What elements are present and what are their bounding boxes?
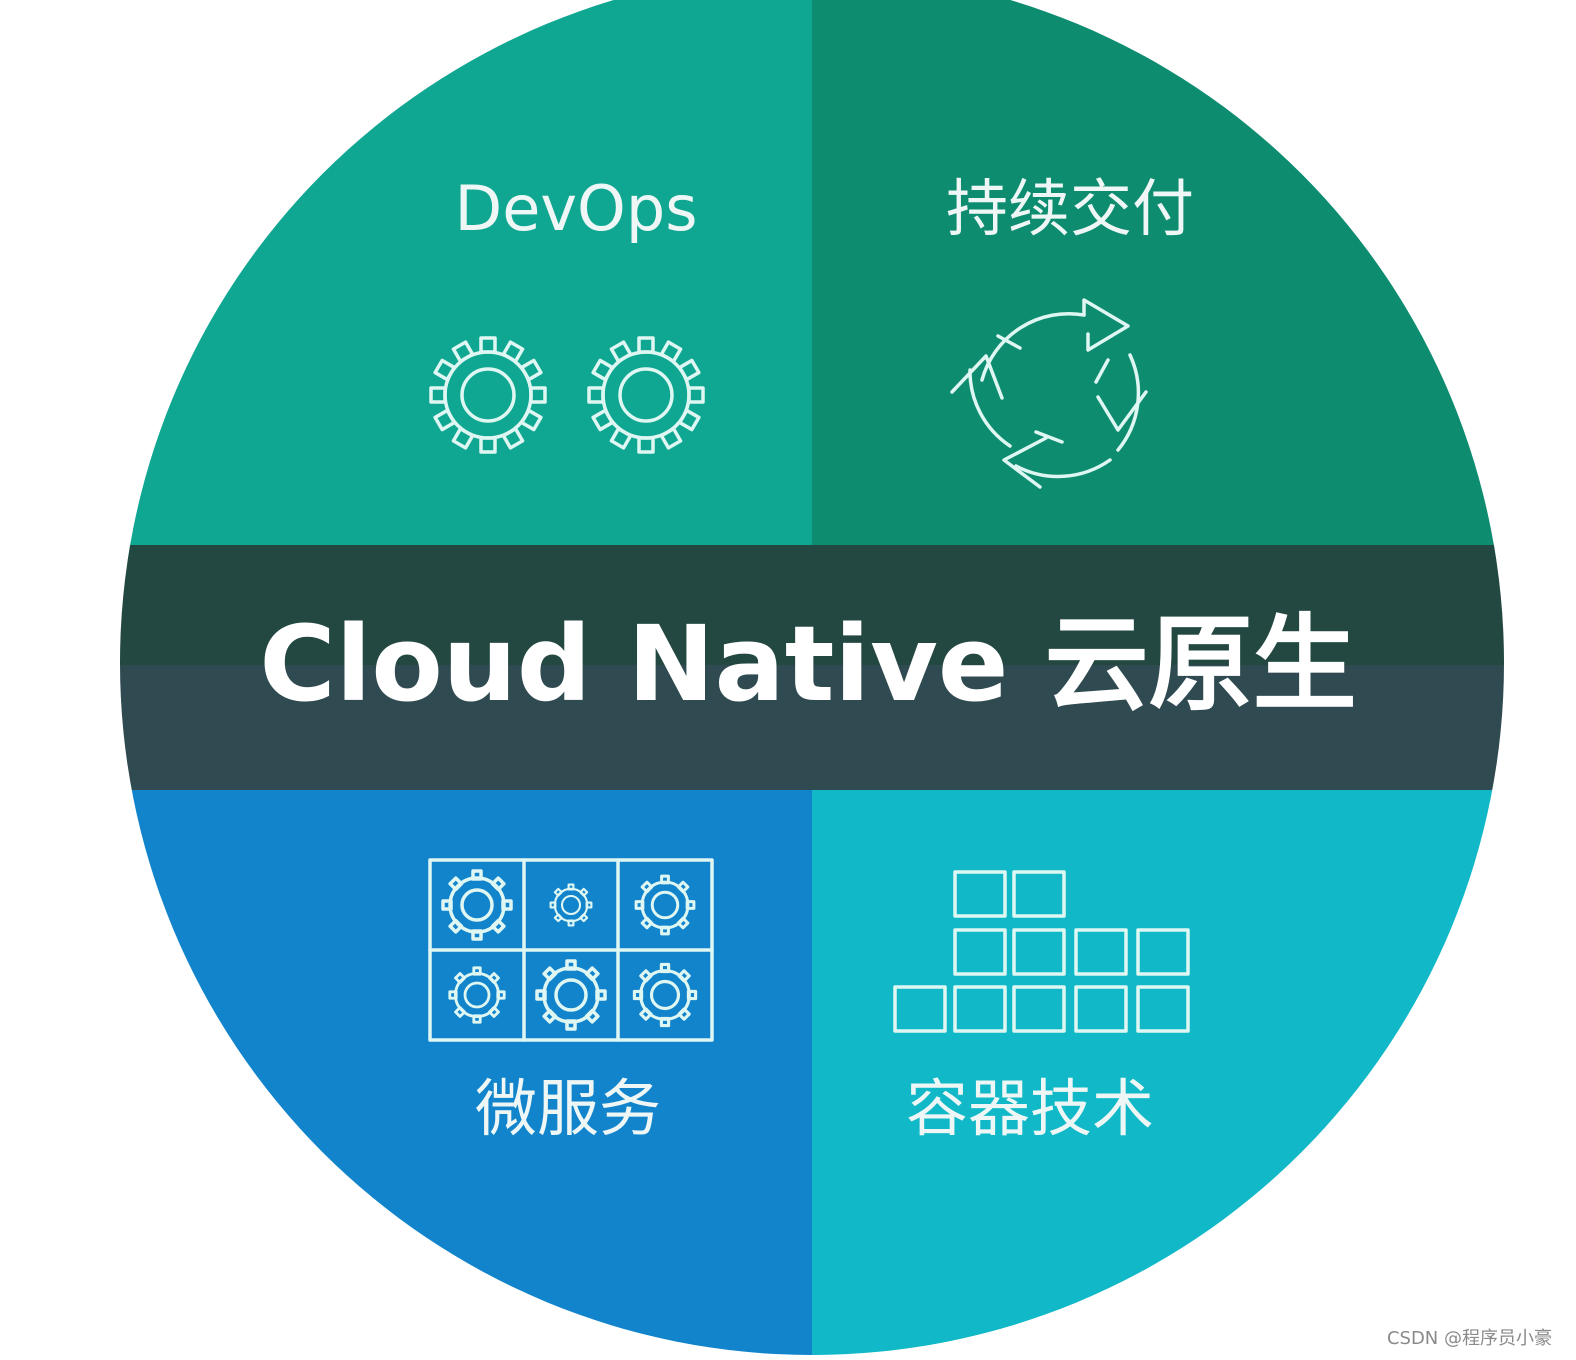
container-technology-label: 容器技术 (906, 1072, 1154, 1145)
microservices-label: 微服务 (475, 1072, 661, 1145)
csdn-watermark: CSDN @程序员小豪 (1386, 1328, 1552, 1349)
cycle-arrows-icon (950, 298, 1148, 489)
center-band-upper (120, 545, 1504, 665)
devops-label: DevOps (454, 172, 697, 245)
container-blocks-icon (893, 870, 1190, 1033)
continuous-delivery-label: 持续交付 (946, 172, 1194, 245)
devops-quadrant (120, 0, 812, 560)
continuous-delivery-quadrant (812, 0, 1504, 560)
cloud-native-title: Cloud Native 云原生 (259, 603, 1356, 725)
microservice-grid-icon (427, 855, 714, 1045)
center-band-lower (120, 665, 1504, 790)
microservices-quadrant (120, 790, 812, 1355)
